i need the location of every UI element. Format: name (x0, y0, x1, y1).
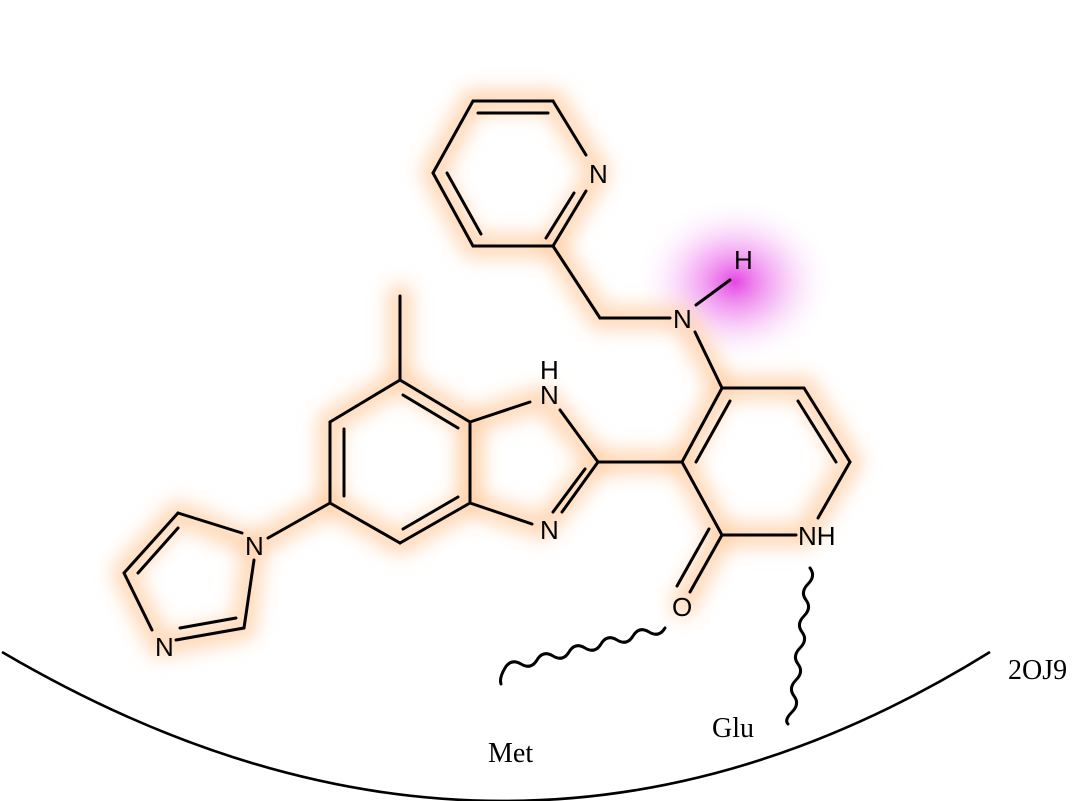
benzimidazole-nh-nitrogen: N (540, 380, 559, 410)
amine-to-ring-bond (693, 330, 724, 390)
carbonyl-bond-b (675, 527, 711, 588)
residue-met-label: Met (488, 738, 533, 769)
amine-nitrogen: N (673, 304, 692, 334)
hydrophobic-highlight (111, 88, 863, 658)
benzimidazole-imidazole-ring (468, 400, 600, 526)
imidazole-ring (122, 511, 256, 642)
carbonyl-oxygen: O (672, 592, 692, 622)
benzene-ring (328, 378, 472, 545)
carbonyl-bond-a (688, 533, 724, 594)
n-h-bond (694, 278, 732, 307)
aryl-imidazole-bond (266, 501, 332, 540)
hbond-glu (785, 566, 815, 726)
residue-glu-label: Glu (712, 713, 754, 744)
binding-pocket-arc (1, 650, 991, 801)
pyridinone-nh: NH (798, 521, 836, 551)
pdb-id-label: 2OJ9 (1008, 655, 1067, 686)
imidazole-n1: N (245, 531, 264, 561)
methylene-bond (551, 244, 602, 320)
hbond-met (499, 626, 667, 686)
pyridine-nitrogen: N (589, 159, 608, 189)
amine-hydrogen: H (734, 245, 753, 275)
benzimidazole-nh-hydrogen: H (540, 355, 559, 385)
pyridine-ring (431, 99, 588, 248)
imidazole-n3: N (155, 632, 174, 662)
benzimidazole-nitrogen: N (540, 515, 559, 545)
pyridinone-ring (680, 386, 852, 537)
hbond-donor-highlight (635, 197, 835, 367)
